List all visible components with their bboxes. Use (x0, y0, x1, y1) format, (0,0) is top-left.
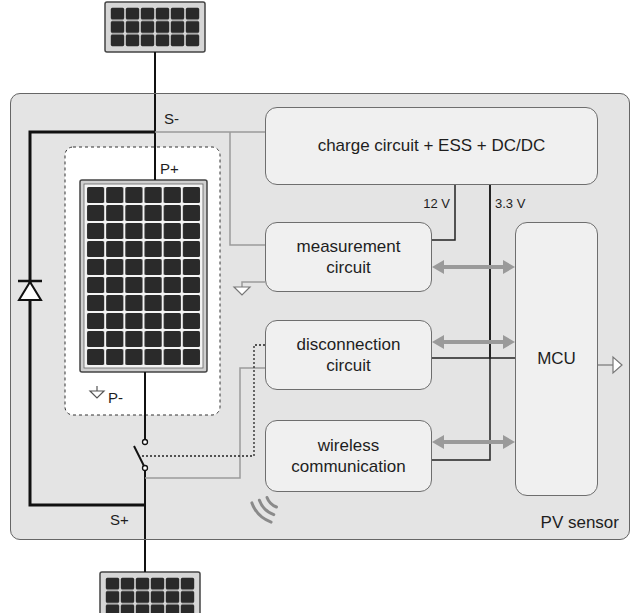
string-wire (154, 52, 156, 180)
terminal-name: P- (108, 390, 123, 405)
radio-wave (267, 498, 277, 508)
control-wire (145, 368, 265, 478)
switch-contact (143, 466, 148, 471)
terminal-name: S- (164, 111, 179, 126)
block-label: wireless communication (276, 435, 421, 478)
mcu-block: MCU (515, 222, 598, 496)
ground-wire (598, 364, 613, 365)
supply-wire (490, 185, 515, 358)
radio-wave (259, 500, 273, 514)
circuit-block: measurement circuit (265, 222, 432, 292)
supply-wire (432, 185, 490, 358)
diode-symbol (19, 282, 41, 300)
diode-bar (18, 280, 42, 283)
bypass-wire (30, 132, 155, 505)
voltage-label: 12 V (423, 197, 450, 210)
block-label: PV sensor (541, 512, 619, 533)
sensor-housing: PV sensor charge circuit + ESS + DC/DC mea… (10, 93, 630, 540)
power-block: charge circuit + ESS + DC/DC (265, 107, 598, 185)
circuit-block: wireless communication (265, 420, 432, 492)
panel-frame (65, 147, 220, 415)
switch-blade (134, 446, 145, 468)
solar-panel (100, 572, 200, 613)
block-label: measurement circuit (276, 236, 421, 279)
circuit-block: disconnection circuit (265, 320, 432, 390)
solar-cells (86, 186, 201, 366)
solar-panel (80, 180, 207, 372)
housing-ground (10, 93, 630, 540)
ground-symbol (90, 391, 104, 398)
sense-wire (155, 131, 265, 133)
panel-inner (84, 184, 203, 368)
terminal-name: S+ (110, 512, 129, 527)
ground-symbol (234, 287, 250, 295)
solar-cells (110, 7, 200, 47)
string-wire (144, 372, 146, 440)
block-label: MCU (537, 348, 576, 369)
block-label: disconnection circuit (276, 334, 421, 377)
voltage-label: 3.3 V (495, 197, 525, 210)
terminal-name: P+ (160, 161, 179, 176)
string-wire (144, 471, 146, 573)
ground-symbol (613, 357, 622, 373)
signal-arrow (444, 265, 503, 269)
sense-wire (230, 132, 265, 245)
ground-wire (242, 282, 265, 287)
block-label: charge circuit + ESS + DC/DC (318, 135, 546, 156)
actuation-line (140, 345, 266, 456)
signal-arrow (444, 340, 503, 344)
supply-wire (432, 185, 455, 240)
signal-arrow (444, 440, 503, 444)
ground-wire (96, 386, 97, 391)
supply-wire (432, 185, 490, 460)
radio-wave (252, 503, 271, 522)
switch-contact (143, 440, 148, 445)
solar-panel (105, 2, 205, 52)
solar-cells (105, 577, 195, 613)
